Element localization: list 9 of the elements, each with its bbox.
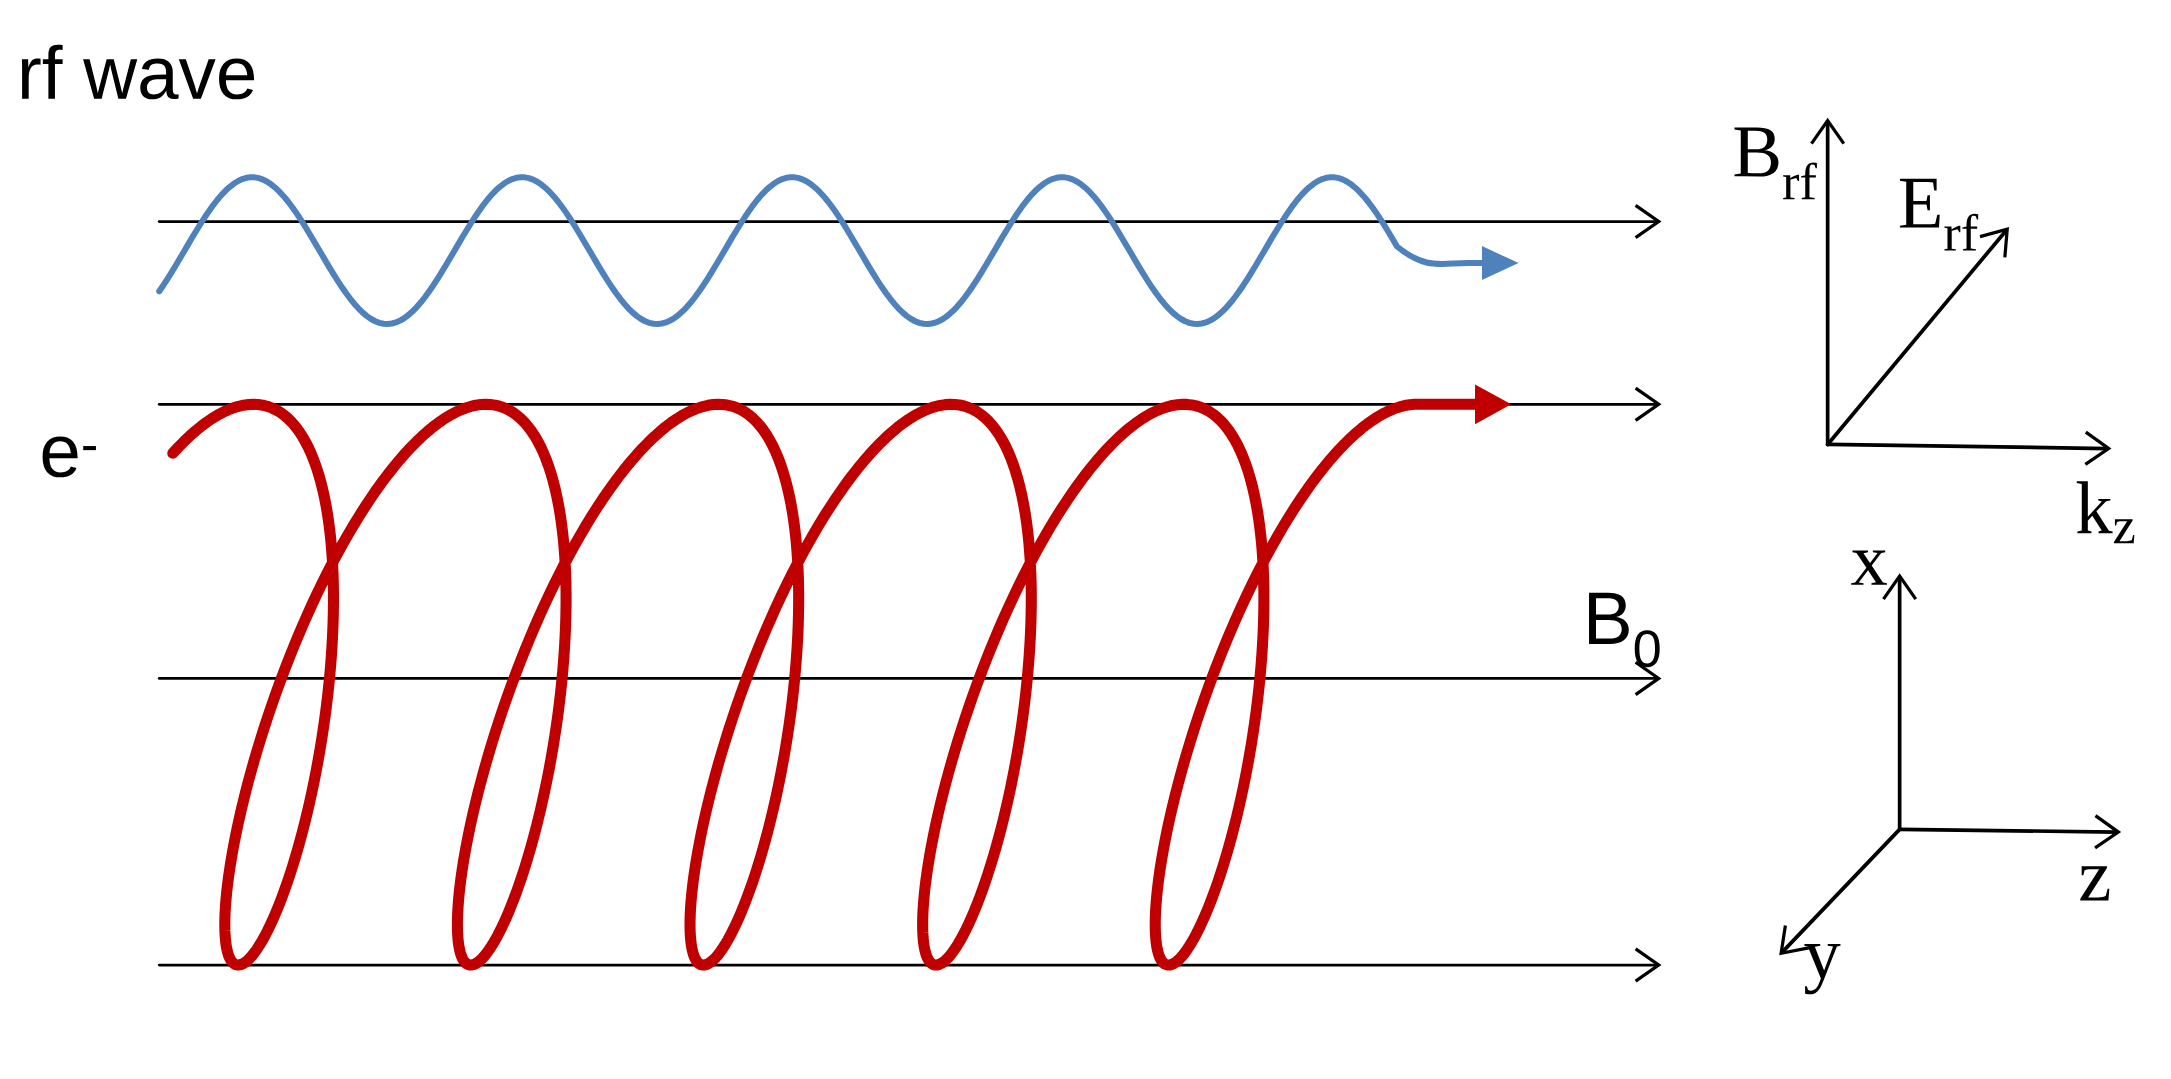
particle-label: e$^{-}$ <box>42 436 96 478</box>
axis-label: B$_{rf}$ <box>1734 127 1817 200</box>
field-label: B$_{0}$ <box>1589 593 1660 668</box>
axis-label: z <box>2080 866 2110 901</box>
title: rf wave <box>21 44 255 100</box>
axis-label: E$_{rf}$ <box>1899 178 1979 251</box>
axis-label: x <box>1851 550 1887 585</box>
axis-label: k$_{z}$ <box>2076 481 2135 544</box>
axis-label: y <box>1804 944 1841 995</box>
